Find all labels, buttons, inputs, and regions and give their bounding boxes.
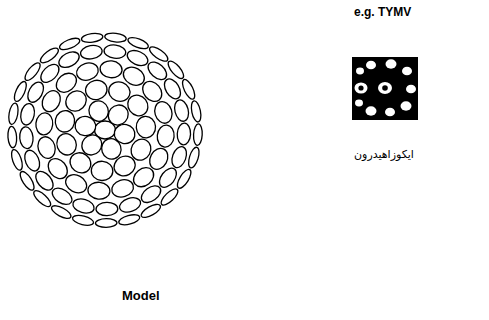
- capsomere: [147, 44, 170, 63]
- shape-label: ایکوزاهیدرون: [354, 148, 414, 161]
- capsomere: [136, 116, 157, 139]
- capsomere: [187, 146, 202, 169]
- capsomere-blob: [355, 82, 368, 93]
- capsomere-blob: [406, 85, 416, 94]
- capsomere: [9, 148, 24, 171]
- capsomere: [138, 182, 163, 205]
- capsomere-blob: [401, 101, 412, 110]
- capsomere: [156, 124, 175, 148]
- capsomere: [7, 102, 19, 125]
- capsomere: [172, 98, 190, 122]
- capsomere-blob: [402, 67, 412, 76]
- capsid-model: [7, 32, 203, 227]
- capsomere: [103, 44, 126, 60]
- capsomere: [87, 181, 111, 200]
- capsomere: [37, 61, 62, 86]
- capsomere: [31, 188, 53, 209]
- capsomere: [193, 124, 203, 146]
- capsomere-blob: [356, 68, 364, 75]
- capsomere: [49, 185, 74, 208]
- capsomere-blob: [378, 82, 392, 94]
- capsomere: [180, 78, 197, 101]
- capsomere: [104, 32, 126, 43]
- capsomere: [72, 214, 95, 227]
- capsomere: [177, 123, 191, 145]
- capsomere: [99, 60, 123, 79]
- capsomere: [32, 168, 56, 193]
- capsomere: [169, 145, 189, 170]
- capsomere: [50, 203, 73, 221]
- example-label: e.g. TYMV: [354, 5, 411, 19]
- capsomere: [91, 161, 114, 182]
- capsomere: [152, 99, 174, 125]
- capsomere: [18, 169, 37, 192]
- capsomere: [71, 197, 96, 216]
- capsomere: [96, 202, 118, 216]
- capsomere: [58, 36, 81, 52]
- blob-hole: [382, 85, 388, 91]
- capsomere: [166, 59, 186, 81]
- capsomere: [190, 100, 203, 123]
- capsomere-blob: [385, 108, 395, 117]
- capsomere-blob: [366, 61, 376, 70]
- capsomere: [74, 60, 100, 82]
- capsomere: [19, 102, 36, 126]
- capsomere: [127, 35, 150, 51]
- capsomere: [35, 112, 54, 136]
- capsomere: [25, 79, 47, 104]
- capsomere: [79, 44, 103, 61]
- capsomere: [86, 98, 111, 124]
- micrograph-ground: [352, 57, 418, 120]
- capsomere: [35, 135, 57, 161]
- capsomere: [118, 195, 143, 215]
- capsomere: [175, 167, 194, 190]
- capsomere-blob: [355, 100, 363, 107]
- capsomere: [159, 186, 180, 207]
- capsomere: [84, 78, 109, 101]
- blob-hole: [358, 85, 363, 90]
- capsomere: [95, 219, 117, 228]
- capsomere: [22, 61, 42, 83]
- capsomere: [118, 213, 141, 227]
- capsomere: [19, 126, 34, 149]
- capsomere: [56, 49, 81, 71]
- capsomere: [139, 202, 162, 220]
- capsomere: [7, 126, 17, 148]
- capsomere: [110, 177, 136, 199]
- capsomere-blob: [386, 59, 397, 68]
- model-label: Model: [122, 288, 160, 303]
- capsomere: [54, 131, 80, 158]
- capsomere: [125, 47, 150, 68]
- capsomere: [38, 46, 60, 66]
- capsomere-blob: [366, 106, 377, 115]
- capsomere: [53, 109, 76, 134]
- capsomere: [81, 32, 103, 44]
- capsomere: [22, 148, 43, 173]
- capsomere: [12, 80, 29, 103]
- electron-micrograph: [352, 57, 418, 120]
- capsomere: [161, 76, 184, 101]
